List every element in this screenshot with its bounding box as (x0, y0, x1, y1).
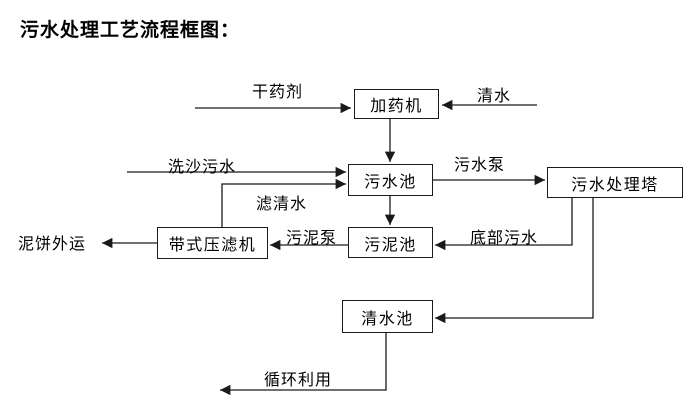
label-filtered-water: 滤清水 (256, 196, 308, 213)
label-bottom-sewage: 底部污水 (470, 230, 539, 247)
edge-filtered-water-arrow (221, 178, 346, 227)
label-mud-cake-out: 泥饼外运 (18, 236, 87, 253)
node-belt-filter-press: 带式压滤机 (157, 227, 268, 259)
label-recycle: 循环利用 (264, 372, 333, 389)
node-clean-water-pool: 清水池 (342, 300, 433, 333)
page-title: 污水处理工艺流程框图： (20, 20, 241, 41)
edge-tower-to-clean-water-pool-arrow (435, 198, 594, 324)
node-sewage-treatment-tower: 污水处理塔 (547, 167, 683, 198)
label-sludge-pump: 污泥泵 (286, 230, 338, 247)
node-sewage-pool: 污水池 (348, 164, 433, 196)
label-clean-water: 清水 (477, 88, 512, 105)
label-sand-washing-sewage: 洗沙污水 (168, 159, 237, 176)
node-dosing-machine: 加药机 (354, 89, 439, 119)
node-sludge-pool: 污泥池 (348, 227, 433, 258)
edge-recycle-arrow (219, 333, 387, 396)
label-dry-chemical: 干药剂 (252, 84, 304, 101)
edge-bottom-sewage-arrow (435, 198, 573, 251)
label-sewage-pump: 污水泵 (454, 157, 506, 174)
